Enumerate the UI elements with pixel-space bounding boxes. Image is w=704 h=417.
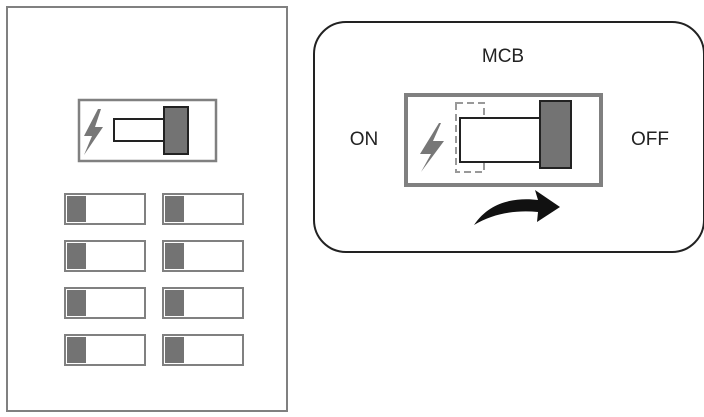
main-switch-slot [113, 118, 165, 142]
on-label: ON [350, 129, 379, 150]
breaker-handle [67, 337, 86, 363]
distribution-panel [6, 6, 288, 412]
off-label: OFF [631, 129, 669, 150]
breaker-switch [64, 287, 146, 319]
breaker-grid [64, 193, 244, 366]
breaker-switch [162, 334, 244, 366]
breaker-switch [162, 193, 244, 225]
callout-title: MCB [482, 46, 524, 67]
breaker-switch [162, 240, 244, 272]
breaker-switch [162, 287, 244, 319]
callout-switch-handle [539, 100, 572, 169]
breaker-handle [165, 337, 184, 363]
breaker-handle [67, 290, 86, 316]
curved-arrow-right-icon [474, 190, 560, 225]
breaker-handle [67, 243, 86, 269]
handle-on-position-outline [455, 102, 485, 173]
callout-switch-slot [459, 117, 541, 163]
lightning-bolt-icon [84, 109, 103, 155]
main-switch-handle [163, 106, 189, 155]
mcb-callout: MCB ON OFF [313, 21, 704, 253]
main-switch [77, 98, 218, 163]
breaker-handle [165, 243, 184, 269]
breaker-handle [67, 196, 86, 222]
breaker-switch [64, 193, 146, 225]
lightning-bolt-icon [420, 123, 444, 172]
breaker-handle [165, 290, 184, 316]
breaker-switch [64, 240, 146, 272]
breaker-handle [165, 196, 184, 222]
breaker-switch [64, 334, 146, 366]
